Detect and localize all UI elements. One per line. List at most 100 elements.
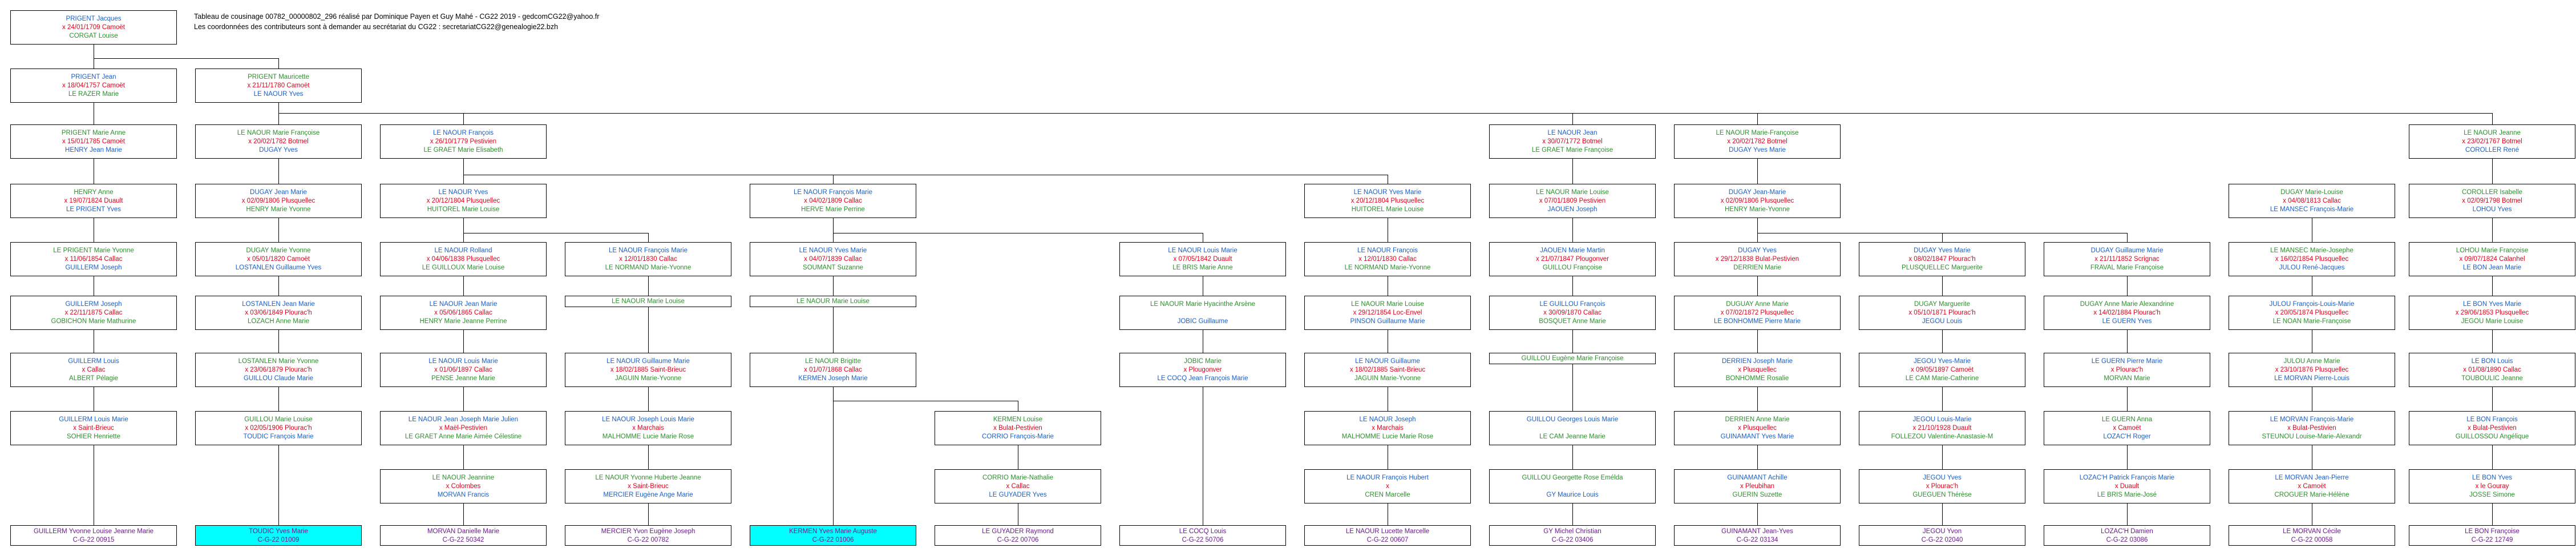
connector-line [1757,233,1758,242]
person-name: LE MANSEC François-Marie [2270,206,2354,213]
person-name: LOHOU Marie Françoise [2456,247,2529,254]
person-name: DUGAY Marguerite [1914,301,1970,308]
header-title: Tableau de cousinage 00782_00000802_296 … [194,13,600,21]
person-name: CREN Marcelle [1365,491,1410,498]
person-name: DUGAY Anne Marie Alexandrine [2080,301,2174,308]
person-name: BONHOMME Rosalie [1725,375,1789,382]
person-name: HENRY Marie-Yvonne [1725,206,1790,213]
person-name: LE NAOUR Marie Hyacinthe Arsène [1150,301,1256,308]
connector-line [2492,330,2493,353]
person-name: MORVAN Marie [2104,375,2150,382]
connector-line [1757,445,1758,469]
connector-line [278,103,279,113]
person-name: LE NAOUR François Marie [793,189,873,196]
person-name: GUILLOU Françoise [1542,264,1603,271]
person-name: JOBIC Guillaume [1177,318,1228,325]
connector-line [1942,276,1943,296]
marriage-info: x 16/02/1854 Plusquellec [2275,256,2349,263]
marriage-info: x Callac [82,366,106,373]
person-name: SOHIER Henriette [67,433,120,440]
person-name: LOSTANLEN Jean Marie [242,301,315,308]
person-name: LE GUERN Anna [2101,416,2153,423]
marriage-info: x Bulat-Pestivien [993,425,1042,432]
connector-line [2127,330,2128,353]
marriage-info: x 04/02/1809 Callac [804,198,862,204]
person-name: FRAVAL Marie Françoise [2090,264,2164,271]
person-name: DUGAY Jean Marie [250,189,307,196]
marriage-info: x 18/02/1885 Saint-Brieuc [1349,366,1426,373]
person-name: DERRIEN Marie [1733,264,1781,271]
contributor-label: LE NAOUR Lucette Marcelle [1345,528,1430,535]
marriage-info: x 19/07/1824 Duault [64,198,123,204]
marriage-info: x 21/11/1780 Camoët [247,82,310,89]
person-name: LE NAOUR Marie-Françoise [1716,130,1799,136]
person-name: LE RAZER Marie [68,91,119,98]
person-name: DUGUAY Anne Marie [1726,301,1789,308]
person-name: DERRIEN Joseph Marie [1722,358,1793,365]
connector-line [2492,113,2493,124]
connector-line [1572,445,1573,469]
connector-line [1572,364,1573,411]
contributor-label: LE MORVAN Cécile [2283,528,2341,535]
marriage-info: x 20/02/1782 Botmel [248,138,309,145]
person-name: LE NAOUR François Marie [608,247,688,254]
connector-line [463,233,464,242]
connector-line [1942,445,1943,469]
person-name: PRIGENT Marie Anne [61,130,126,136]
connector-line [278,218,279,242]
marriage-info: x Plourac'h [1926,483,1959,490]
person-name: DERRIEN Anne Marie [1725,416,1790,423]
contributor-label: JEGOU Yvon [1922,528,1962,535]
person-name: LE GRAET Marie Françoise [1531,147,1613,154]
connector-line [833,175,834,184]
person-name: MERCIER Eugène Ange Marie [603,491,693,498]
person-name: HERVE Marie Perrine [801,206,865,213]
person-name: LE MORVAN Pierre-Louis [2274,375,2349,382]
connector-line [1572,276,1573,296]
connector-line [833,276,834,296]
person-name: LE NAOUR Marie Louise [1536,189,1609,196]
person-name: LE GRAET Marie Elisabeth [423,147,503,154]
person-name: SOUMANT Suzanne [803,264,863,271]
person-name: STEUNOU Louise-Marie-Alexandr [2262,433,2362,440]
person-name: DUGAY Jean-Marie [1728,189,1786,196]
connector-line [463,113,464,124]
person-name: LE NAOUR François [432,130,494,136]
person-name: JEGOU Yves [1923,474,1962,481]
connector-line [278,330,279,353]
marriage-info [1120,309,1285,317]
person-name: LOSTANLEN Guillaume Yves [235,264,322,271]
header-contact: Les coordonnées des contributeurs sont à… [194,23,559,31]
marriage-info: x 30/09/1870 Callac [1543,309,1602,316]
connector-line [278,445,279,525]
person-name: LE PRIGENT Yves [66,206,122,213]
person-name: MALHOMME Lucie Marie Rose [1341,433,1434,440]
contributor-label: MERCIER Yvon Eugène Joseph [601,528,695,535]
person-box: LE NAOUR Marie Louise [750,296,916,307]
person-name: LE NAOUR Joseph Louis Marie [602,416,694,423]
